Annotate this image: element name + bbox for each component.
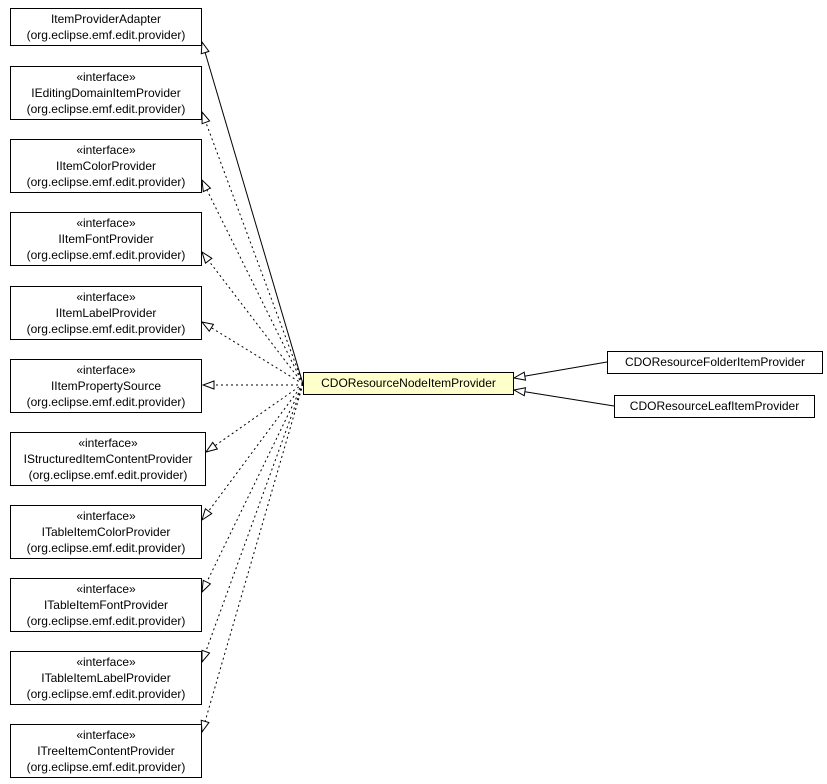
class-node-itableitemlabelprovider[interactable]: «interface» ITableItemLabelProvider (org…	[10, 651, 202, 705]
class-node-cdoresourcefolderitemprovider[interactable]: CDOResourceFolderItemProvider	[607, 351, 823, 374]
class-name: IStructuredItemContentProvider	[23, 452, 193, 466]
package-label: (org.eclipse.emf.edit.provider)	[26, 28, 186, 42]
stereotype-label: «interface»	[76, 216, 136, 230]
class-name: IItemFontProvider	[58, 232, 154, 246]
class-node-itemprovideradapter[interactable]: ItemProviderAdapter (org.eclipse.emf.edi…	[10, 8, 202, 46]
realization-edge-iitemcolorprovider	[202, 180, 304, 385]
realization-edge-itableitemfontprovider	[202, 383, 304, 592]
class-name: IItemPropertySource	[50, 379, 162, 393]
class-node-iitemlabelprovider[interactable]: «interface» IItemLabelProvider (org.ecli…	[10, 286, 202, 340]
class-name: ITableItemColorProvider	[41, 525, 171, 539]
class-node-itableitemcolorprovider[interactable]: «interface» ITableItemColorProvider (org…	[10, 505, 202, 559]
class-node-cdoresourcenodeitemprovider[interactable]: CDOResourceNodeItemProvider	[303, 372, 514, 395]
class-name: CDOResourceNodeItemProvider	[321, 376, 496, 390]
realization-edge-ieditingdomainitemprovider	[202, 112, 304, 385]
stereotype-label: «interface»	[76, 70, 136, 84]
realization-edge-itreeitemcontentprovider	[202, 383, 304, 732]
stereotype-label: «interface»	[76, 509, 136, 523]
class-name: ItemProviderAdapter	[50, 12, 162, 26]
class-name: IEditingDomainItemProvider	[31, 86, 181, 100]
package-label: (org.eclipse.emf.edit.provider)	[28, 468, 188, 482]
class-node-iitemfontprovider[interactable]: «interface» IItemFontProvider (org.eclip…	[10, 212, 202, 266]
class-name: ITreeItemContentProvider	[37, 744, 175, 758]
class-node-iitemcolorprovider[interactable]: «interface» IItemColorProvider (org.ecli…	[10, 139, 202, 193]
package-label: (org.eclipse.emf.edit.provider)	[26, 175, 186, 189]
class-name: IItemColorProvider	[55, 159, 157, 173]
package-label: (org.eclipse.emf.edit.provider)	[26, 760, 186, 774]
stereotype-label: «interface»	[76, 143, 136, 157]
class-name: IItemLabelProvider	[55, 306, 157, 320]
class-node-itreeitemcontentprovider[interactable]: «interface» ITreeItemContentProvider (or…	[10, 724, 202, 778]
class-node-cdoresourceleafitemprovider[interactable]: CDOResourceLeafItemProvider	[614, 395, 815, 418]
stereotype-label: «interface»	[76, 728, 136, 742]
stereotype-label: «interface»	[76, 582, 136, 596]
class-node-ieditingdomainitemprovider[interactable]: «interface» IEditingDomainItemProvider (…	[10, 66, 202, 120]
stereotype-label: «interface»	[78, 436, 138, 450]
realization-edge-itableitemlabelprovider	[202, 383, 304, 662]
generalization-edge-itemprovideradapter	[202, 42, 304, 385]
package-label: (org.eclipse.emf.edit.provider)	[26, 614, 186, 628]
class-name: CDOResourceFolderItemProvider	[624, 355, 806, 369]
package-label: (org.eclipse.emf.edit.provider)	[26, 541, 186, 555]
stereotype-label: «interface»	[76, 363, 136, 377]
class-node-itableitemfontprovider[interactable]: «interface» ITableItemFontProvider (org.…	[10, 578, 202, 632]
class-name: ITableItemLabelProvider	[41, 671, 171, 685]
class-node-iitempropertysource[interactable]: «interface» IItemPropertySource (org.ecl…	[10, 359, 202, 413]
package-label: (org.eclipse.emf.edit.provider)	[26, 395, 186, 409]
package-label: (org.eclipse.emf.edit.provider)	[26, 102, 186, 116]
realization-edge-istructureditemcontentprovider	[206, 383, 304, 452]
class-name: CDOResourceLeafItemProvider	[629, 399, 800, 413]
package-label: (org.eclipse.emf.edit.provider)	[26, 687, 186, 701]
realization-edge-itableitemcolorprovider	[202, 383, 304, 520]
stereotype-label: «interface»	[76, 290, 136, 304]
package-label: (org.eclipse.emf.edit.provider)	[26, 248, 186, 262]
class-node-istructureditemcontentprovider[interactable]: «interface» IStructuredItemContentProvid…	[10, 432, 206, 486]
stereotype-label: «interface»	[76, 655, 136, 669]
generalization-edge-cdoresourceleafitemprovider	[514, 390, 615, 407]
generalization-edge-cdoresourcefolderitemprovider	[514, 361, 608, 378]
package-label: (org.eclipse.emf.edit.provider)	[26, 322, 186, 336]
class-name: ITableItemFontProvider	[43, 598, 169, 612]
realization-edge-iitemfontprovider	[202, 252, 304, 385]
